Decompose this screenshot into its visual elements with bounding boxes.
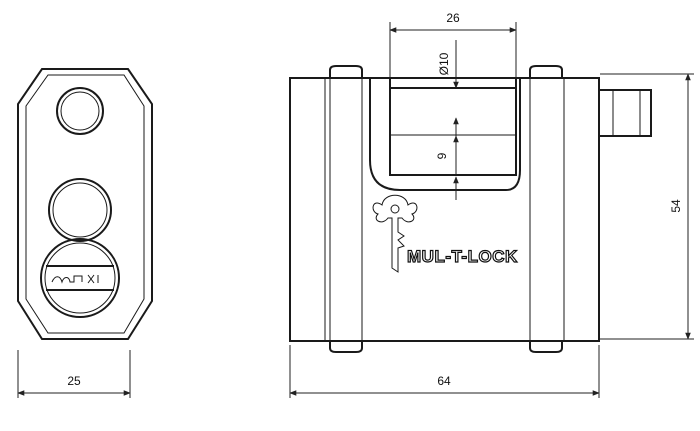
padlock-side-view: 25 bbox=[17, 68, 153, 398]
dimension-clearance: 9 bbox=[435, 135, 459, 200]
key-logo-icon bbox=[372, 194, 418, 273]
bolt-hole-icon bbox=[48, 178, 112, 242]
dimension-height-label: 54 bbox=[669, 199, 683, 213]
brand-logo-text: MUL-T-LOCK bbox=[407, 247, 518, 266]
shackle-hole-icon bbox=[56, 87, 104, 135]
dimension-width-label: 25 bbox=[67, 374, 81, 388]
mul-t-lock-logo: MUL-T-LOCK bbox=[372, 194, 518, 273]
locking-pin bbox=[598, 89, 652, 137]
dimension-length: 64 bbox=[289, 345, 600, 398]
dimension-shackle-opening: 26 bbox=[389, 11, 517, 78]
dimension-height: 54 bbox=[600, 73, 694, 340]
padlock-front-view bbox=[289, 65, 652, 353]
dimension-clearance-label: 9 bbox=[435, 152, 449, 159]
dimension-shackle-diameter-label: Ø10 bbox=[437, 52, 451, 75]
dimension-shackle-opening-label: 26 bbox=[446, 11, 460, 25]
dimension-shackle-diameter: Ø10 bbox=[437, 40, 459, 135]
key-cylinder-icon bbox=[40, 238, 120, 318]
dimension-length-label: 64 bbox=[437, 374, 451, 388]
